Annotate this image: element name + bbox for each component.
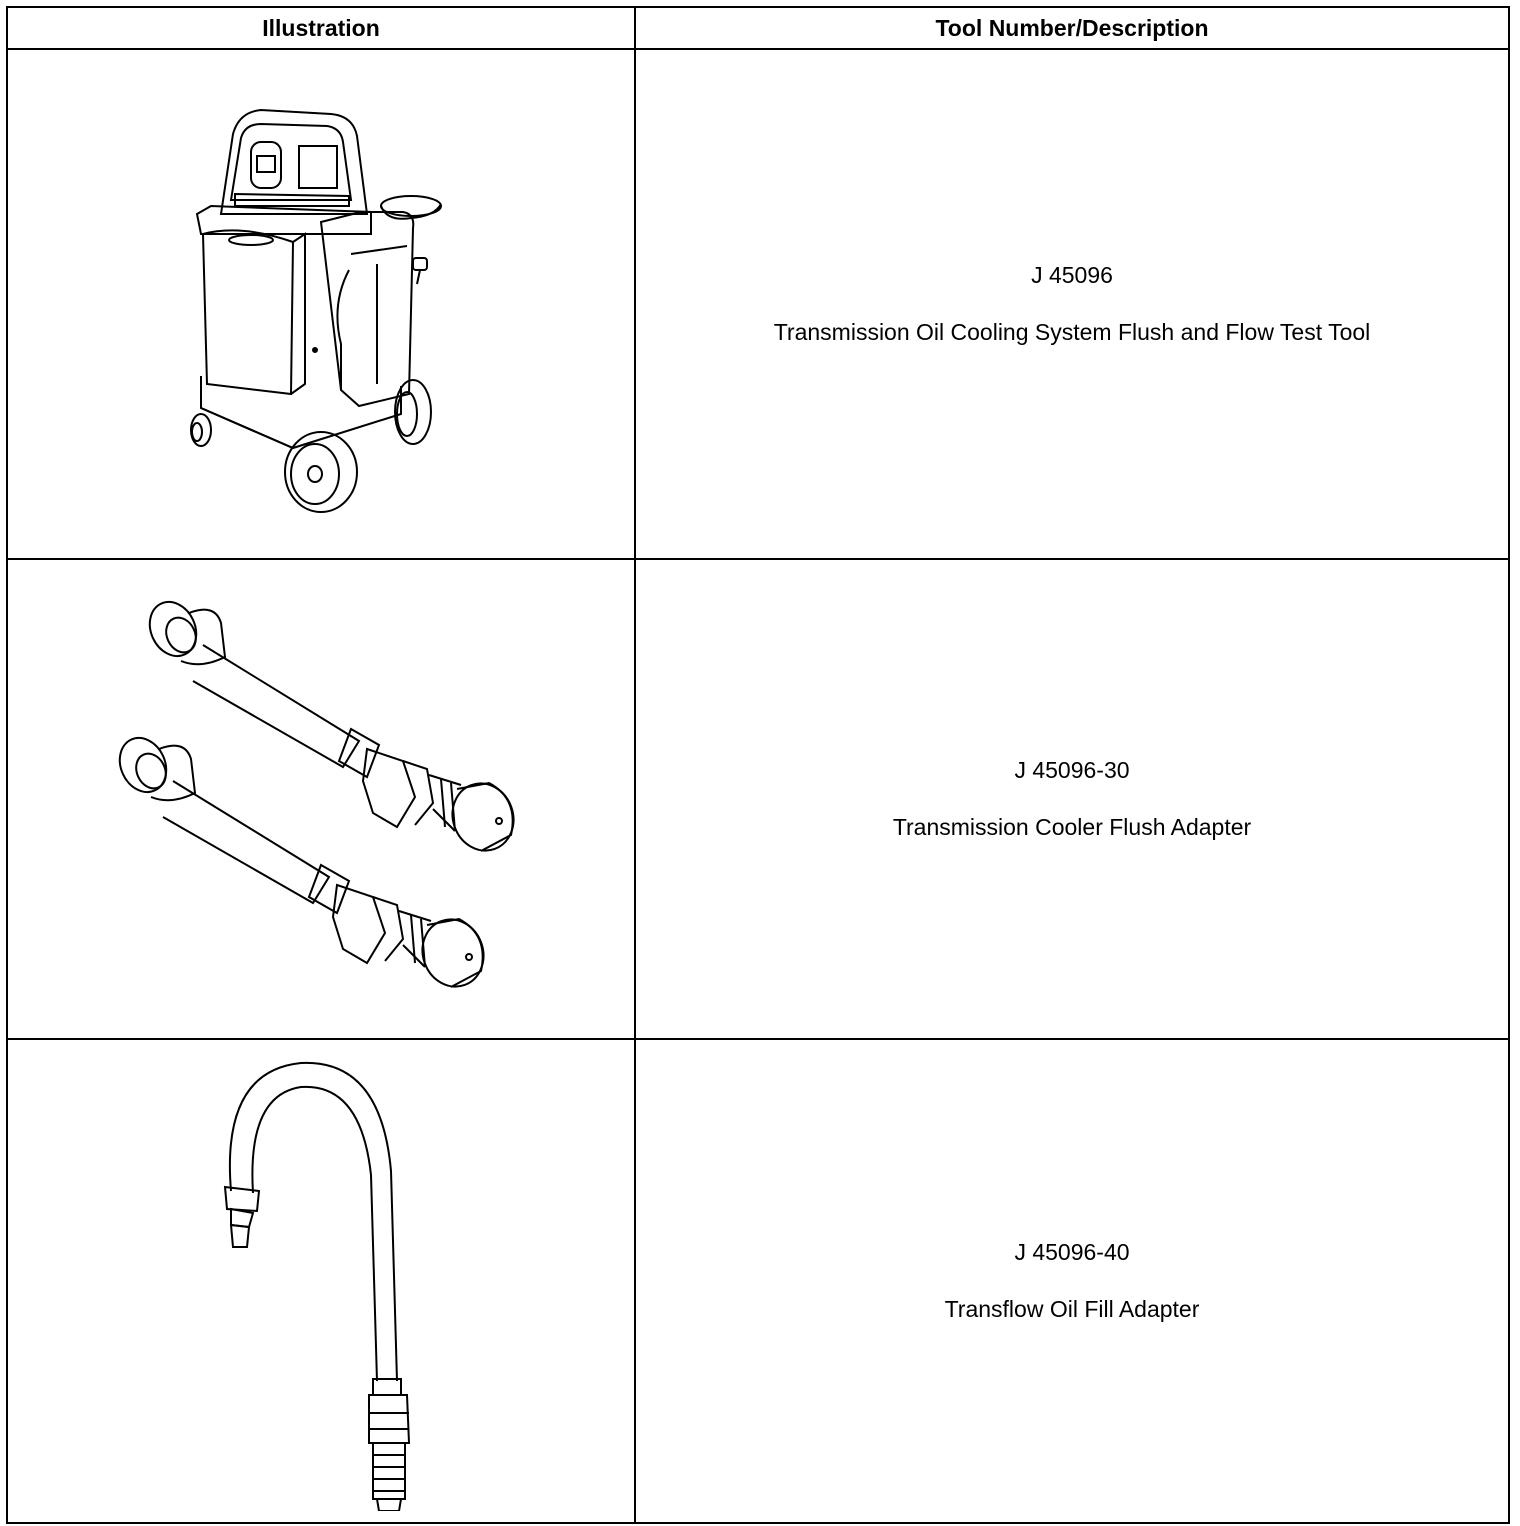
tool-number: J 45096-40	[1014, 1239, 1130, 1265]
header-illustration: Illustration	[6, 6, 636, 50]
tool-number: J 45096-30	[1014, 757, 1130, 783]
header-row: Illustration Tool Number/Description	[6, 6, 1510, 50]
tool-table: Illustration Tool Number/Description	[6, 6, 1510, 1524]
tool-description: Transmission Oil Cooling System Flush an…	[773, 319, 1371, 345]
illustration-cell	[6, 48, 636, 560]
illustration-cell	[6, 1038, 636, 1524]
tool-description-cell: J 45096 Transmission Oil Cooling System …	[634, 48, 1510, 560]
table-row: J 45096-40 Transflow Oil Fill Adapter	[6, 1038, 1510, 1524]
tool-description: Transflow Oil Fill Adapter	[944, 1296, 1200, 1322]
oil-fill-adapter-icon	[201, 1051, 441, 1511]
flush-machine-icon	[181, 94, 461, 514]
tool-description: Transmission Cooler Flush Adapter	[892, 814, 1252, 840]
header-tool-description: Tool Number/Description	[634, 6, 1510, 50]
tool-number: J 45096	[1031, 262, 1113, 288]
illustration-cell	[6, 558, 636, 1040]
tool-description-cell: J 45096-30 Transmission Cooler Flush Ada…	[634, 558, 1510, 1040]
table-row: J 45096-30 Transmission Cooler Flush Ada…	[6, 558, 1510, 1040]
cooler-flush-adapter-icon	[111, 599, 531, 999]
tool-description-cell: J 45096-40 Transflow Oil Fill Adapter	[634, 1038, 1510, 1524]
table-row: J 45096 Transmission Oil Cooling System …	[6, 48, 1510, 560]
